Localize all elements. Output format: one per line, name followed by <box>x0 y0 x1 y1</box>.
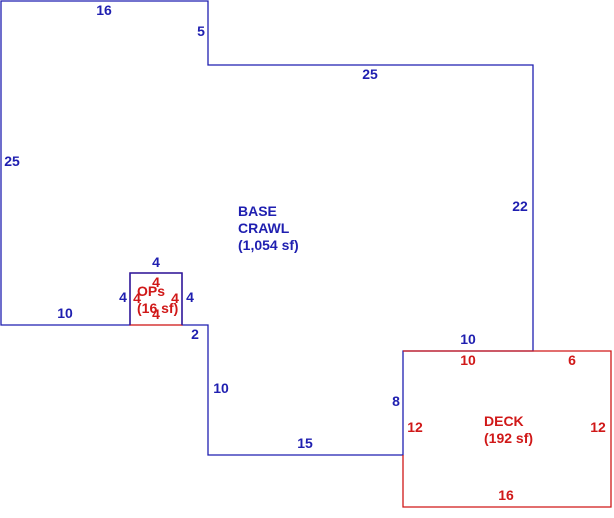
dim-ops-right: 4 <box>171 290 179 306</box>
dim-deck-top-left: 10 <box>460 352 476 368</box>
dim-base-lower-step: 2 <box>191 326 199 342</box>
dim-base-ops-top: 4 <box>152 254 160 270</box>
dim-base-deck-side: 8 <box>392 393 400 409</box>
dim-base-step-down: 5 <box>197 23 205 39</box>
ops-outline-shared <box>129 272 183 325</box>
dim-ops-left: 4 <box>133 290 141 306</box>
dim-deck-bottom: 16 <box>498 487 514 503</box>
dim-deck-left: 12 <box>407 419 423 435</box>
dim-base-deck-top: 10 <box>460 331 476 347</box>
dim-ops-bottom: 4 <box>152 306 160 322</box>
base-area-name-line2: CRAWL <box>238 220 290 236</box>
dim-base-ops-right: 4 <box>186 289 194 305</box>
base-area-size: (1,054 sf) <box>238 237 299 253</box>
deck-area-size: (192 sf) <box>484 430 533 446</box>
ops-area-name: OPs <box>137 283 165 299</box>
deck-outline <box>402 350 612 508</box>
base-area-name-line1: BASE <box>238 203 277 219</box>
deck-area-name: DECK <box>484 413 524 429</box>
dim-base-right: 22 <box>512 198 528 214</box>
dim-base-left: 25 <box>4 153 20 169</box>
dim-base-lower-left: 10 <box>213 380 229 396</box>
dim-ops-top: 4 <box>152 274 160 290</box>
dim-base-bottom: 15 <box>297 435 313 451</box>
dim-deck-right: 12 <box>590 419 606 435</box>
dim-base-ops-left: 4 <box>119 289 127 305</box>
dim-base-upper-right: 25 <box>362 66 378 82</box>
dim-deck-top-right: 6 <box>568 352 576 368</box>
ops-area-size: (16 sf) <box>137 300 178 316</box>
dim-base-bottom-left: 10 <box>57 305 73 321</box>
dim-base-top: 16 <box>96 2 112 18</box>
